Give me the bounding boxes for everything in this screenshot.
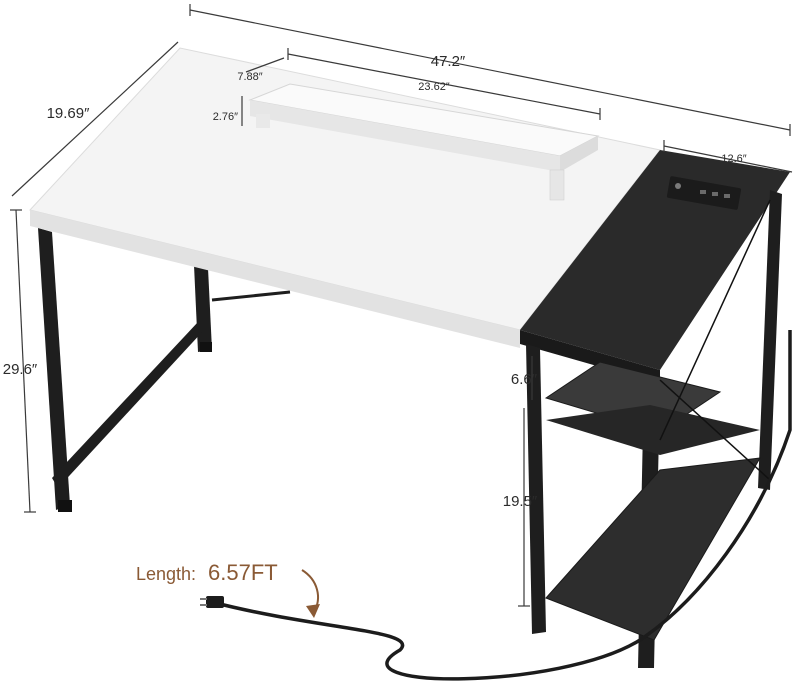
- shelf-gap-top-label: 6.6″: [511, 371, 538, 388]
- desk-depth-label: 19.69″: [47, 105, 91, 122]
- shelf-gap-bottom-label: 19.5″: [503, 493, 538, 510]
- power-cord: [200, 330, 792, 681]
- cabinet-width-label: 12.6″: [721, 153, 746, 165]
- monitor-riser: [248, 83, 600, 201]
- riser-width-label: 23.62″: [418, 81, 450, 93]
- cord-length-label: Length:: [136, 564, 196, 584]
- left-leg-frame: [38, 228, 291, 512]
- plug-icon: [206, 596, 224, 608]
- cord-length-value: 6.57FT: [208, 560, 278, 585]
- riser-height-label: 2.76″: [213, 111, 238, 123]
- riser-depth-label: 7.88″: [237, 71, 262, 83]
- dimension-lines: [10, 4, 793, 607]
- storage-cabinet: [520, 150, 790, 668]
- total-width-label: 47.2″: [431, 53, 466, 70]
- desk-height-label: 29.6″: [3, 361, 38, 378]
